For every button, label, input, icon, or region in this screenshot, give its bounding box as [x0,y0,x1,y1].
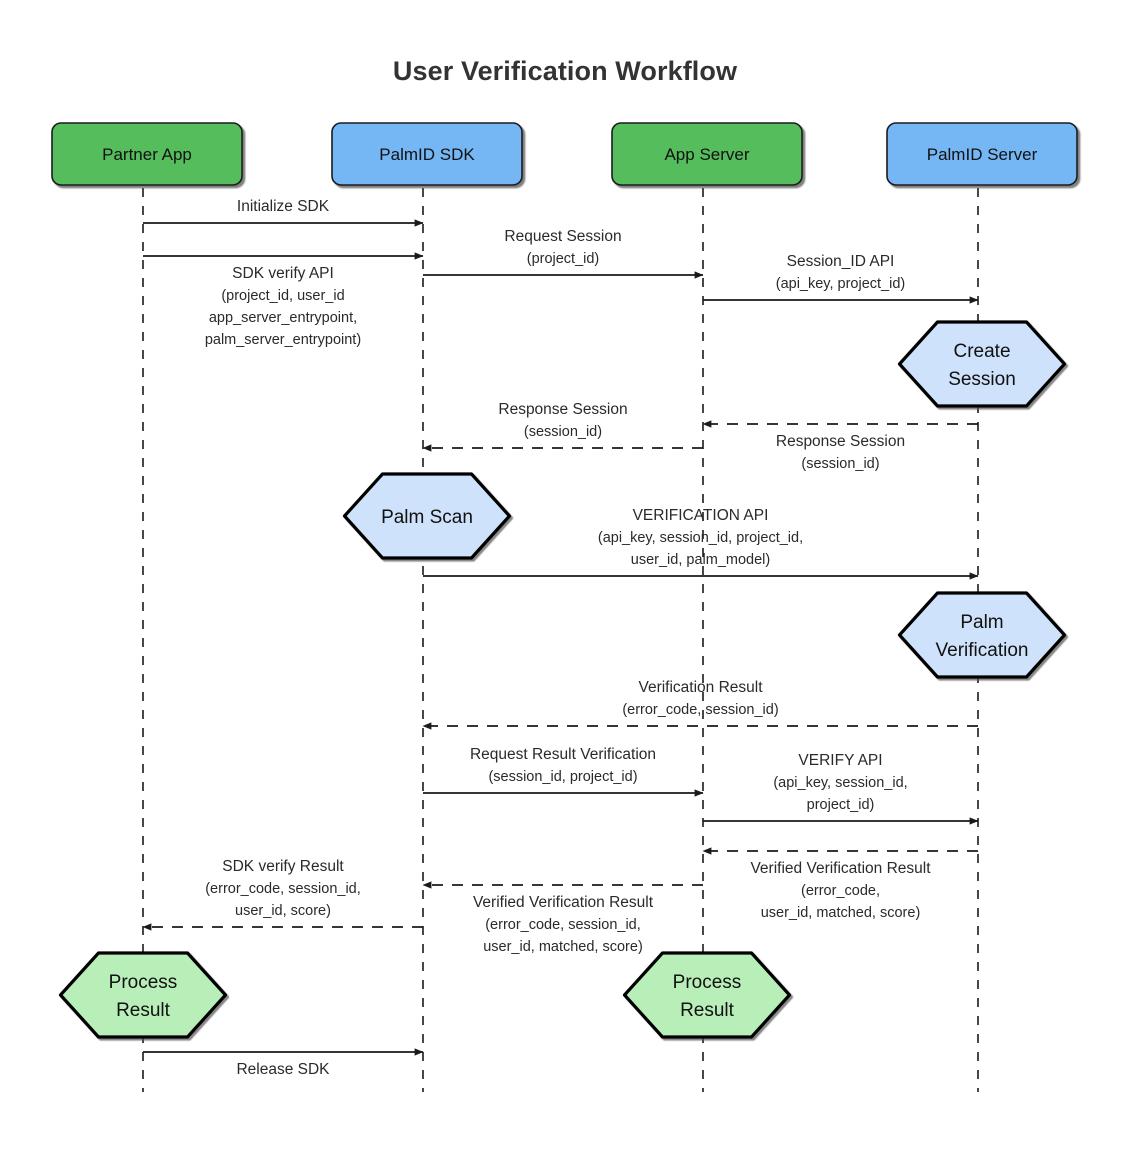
actor-label: Partner App [102,145,192,164]
message-label-line: (error_code, [801,883,880,899]
process-node-label-line: Process [673,972,742,993]
message-verified-verification-result-server-to-app[interactable]: Verified Verification Result (error_code,… [702,847,978,921]
message-release-sdk[interactable]: Release SDK [143,1048,424,1078]
message-label-line: (session_id, project_id) [488,769,637,785]
message-label-line: Initialize SDK [237,198,330,215]
message-label-line: SDK verify API [232,265,334,282]
actor-box-rect [331,122,523,186]
page-title: User Verification Workflow [392,56,738,86]
message-label-line: Verified Verification Result [750,860,931,877]
actor-box-palmid-server[interactable]: PalmID Server [886,122,1078,186]
message-label-line: project_id) [807,797,875,813]
message-label-line: user_id, palm_model) [631,552,770,568]
message-label-line: (error_code, session_id, [485,917,641,933]
process-node-shape [897,320,1067,408]
message-label-line: Release SDK [236,1061,330,1078]
message-session-id-api[interactable]: Session_ID API (api_key, project_id) [703,253,979,304]
message-response-session-app-to-sdk[interactable]: Response Session (session_id) [422,401,703,452]
actor-label: App Server [664,145,749,164]
message-label-line: (session_id) [801,456,879,472]
message-label-line: Session_ID API [787,253,895,270]
message-sdk-verify-result[interactable]: SDK verify Result (error_code, session_id… [142,858,423,931]
process-node-label-line: Result [116,1000,171,1021]
message-label-line: app_server_entrypoint, [209,310,357,326]
actor-label: PalmID Server [927,145,1038,164]
message-label-line: Response Session [498,401,627,418]
message-initialize-sdk[interactable]: Initialize SDK [143,198,424,227]
process-node-label-line: Verification [936,640,1029,661]
process-node-shape [58,951,228,1039]
actor-boxes-group: Partner App PalmID SDK App Server PalmID Se… [51,122,1078,186]
process-node-label-line: Create [953,341,1010,362]
process-node-label-line: Session [948,369,1016,390]
message-label-line: VERIFICATION API [633,507,769,524]
message-sdk-verify-api[interactable]: SDK verify API (project_id, user_id app_se… [143,252,424,348]
message-verification-result[interactable]: Verification Result (error_code, session_… [422,679,978,730]
message-request-session[interactable]: Request Session (project_id) [423,228,704,279]
message-verified-verification-result-app-to-sdk[interactable]: Verified Verification Result (error_code,… [422,881,703,955]
messages-group: Initialize SDK SDK verify API (project_id,… [142,198,979,1078]
message-label-line: user_id, matched, score) [761,905,921,921]
message-label-line: (error_code, session_id) [622,702,778,718]
message-label-line: (error_code, session_id, [205,881,361,897]
process-node-shape [342,472,512,560]
process-node-label-line: Result [680,1000,735,1021]
message-verify-api[interactable]: VERIFY API (api_key, session_id, project_i… [703,752,979,825]
actor-box-rect [886,122,1078,186]
message-response-session-server-to-app[interactable]: Response Session (session_id) [702,420,978,472]
message-label-line: Request Session [504,228,621,245]
actor-box-rect [611,122,803,186]
message-label-line: VERIFY API [798,752,882,769]
message-label-line: (project_id, user_id [221,288,344,304]
message-label-line: user_id, score) [235,903,331,919]
message-label-line: (api_key, project_id) [776,276,906,292]
process-node-label-line: Process [109,972,178,993]
message-label-line: user_id, matched, score) [483,939,643,955]
actor-label: PalmID SDK [379,145,475,164]
message-label-line: (api_key, session_id, [773,775,907,791]
message-label-line: Verified Verification Result [473,894,654,911]
message-verification-api[interactable]: VERIFICATION API (api_key, session_id, pr… [423,507,979,580]
process-node-label-line: Palm Scan [381,507,473,528]
message-label-line: Response Session [776,433,905,450]
message-label-line: Request Result Verification [470,746,656,763]
message-label-line: SDK verify Result [222,858,344,875]
process-node-shape [897,591,1067,679]
message-request-result-verification[interactable]: Request Result Verification (session_id, … [423,746,704,797]
process-node-label-line: Palm [960,612,1003,633]
actor-box-app-server[interactable]: App Server [611,122,803,186]
process-node-shape [622,951,792,1039]
message-label-line: (project_id) [527,251,600,267]
message-label-line: palm_server_entrypoint) [205,332,361,348]
message-label-line: (api_key, session_id, project_id, [598,530,803,546]
actor-box-rect [51,122,243,186]
message-label-line: Verification Result [638,679,763,696]
message-label-line: (session_id) [524,424,602,440]
actor-box-palmid-sdk[interactable]: PalmID SDK [331,122,523,186]
process-node-palm-scan[interactable]: Palm Scan [342,472,512,560]
actor-box-partner-app[interactable]: Partner App [51,122,243,186]
